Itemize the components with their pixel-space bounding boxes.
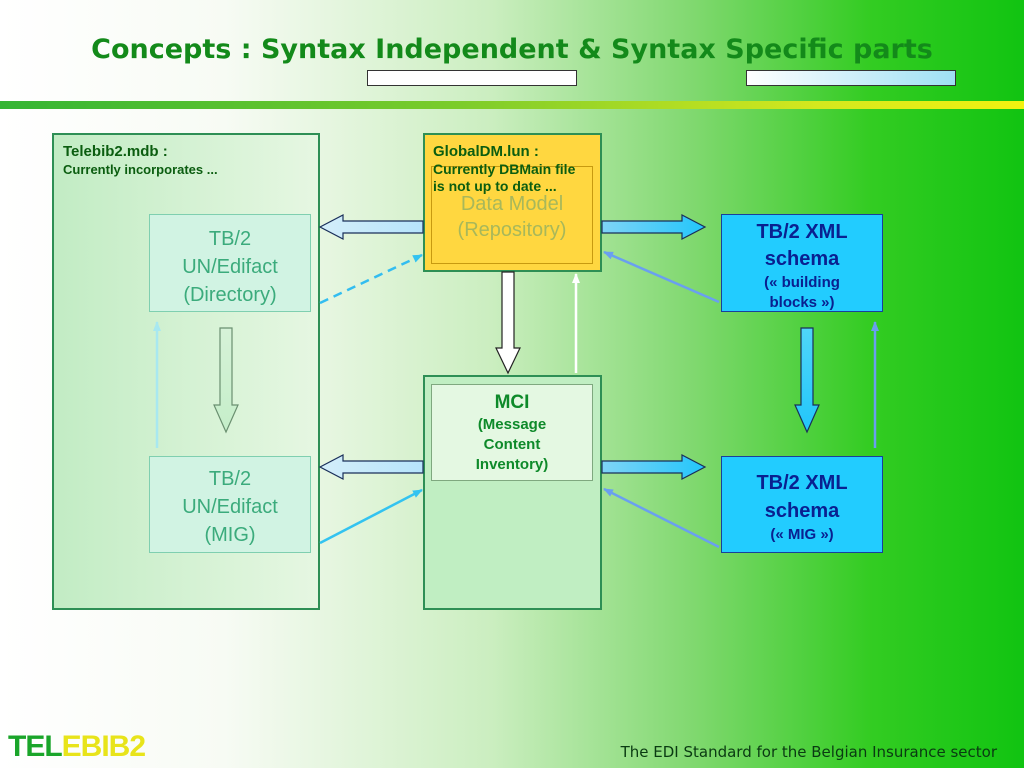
block-arrow-dm-to-directory	[318, 214, 424, 240]
block-arrow-dm-to-mci	[495, 271, 521, 375]
global-dm-subtitle: Currently DBMain file is not up to date …	[433, 161, 576, 194]
telebib2-mdb-subtitle: Currently incorporates ...	[63, 162, 218, 177]
mig-line3: (MIG)	[204, 524, 256, 546]
directory-line2: UN/Edifact	[182, 256, 278, 278]
global-dm-box	[423, 133, 602, 272]
block-arrow-directory-to-mig	[213, 327, 239, 434]
global-dm-caption: GlobalDM.lun : Currently DBMain file is …	[433, 143, 583, 195]
data-model-inner-box: Data Model (Repository)	[431, 166, 593, 264]
xml-bb-line4: blocks »)	[769, 294, 835, 311]
global-dm-title: GlobalDM.lun :	[433, 143, 539, 160]
xml-mig-line2: schema	[764, 500, 840, 522]
telebib2-mdb-caption: Telebib2.mdb : Currently incorporates ..…	[63, 143, 218, 179]
logo-part-ebib2: EBIB2	[61, 730, 146, 763]
xml-schema-building-blocks-box: TB/2 XML schema (« building blocks »)	[721, 214, 883, 312]
arrow-mig-to-mci	[319, 488, 423, 545]
block-arrow-mci-to-mig	[318, 454, 424, 480]
xml-bb-line3: (« building	[764, 274, 840, 291]
data-model-line2: (Repository)	[457, 219, 567, 241]
block-arrow-dm-to-xml	[601, 214, 707, 240]
block-arrow-mci-to-xml-mig	[601, 454, 707, 480]
logo-part-tel: TEL	[8, 730, 63, 763]
arrow-xml-mig-to-mci	[603, 487, 720, 549]
mig-line2: UN/Edifact	[182, 496, 278, 518]
mci-line4: Inventory)	[475, 456, 549, 473]
data-model-line1: Data Model	[460, 193, 564, 215]
xml-schema-mig-box: TB/2 XML schema (« MIG »)	[721, 456, 883, 553]
header-rule	[0, 101, 1024, 109]
un-edifact-directory-box: TB/2 UN/Edifact (Directory)	[149, 214, 311, 312]
directory-line1: TB/2	[208, 228, 252, 250]
mci-line3: Content	[483, 436, 541, 453]
mci-line2: (Message	[477, 416, 547, 433]
title-highlight-specific	[746, 70, 956, 86]
telebib2-mdb-title: Telebib2.mdb :	[63, 143, 168, 160]
slide-title: Concepts : Syntax Independent & Syntax S…	[91, 34, 933, 65]
footer-tagline: The EDI Standard for the Belgian Insuran…	[620, 743, 997, 761]
title-highlight-independent	[367, 70, 577, 86]
telebib2-logo: TELEBIB2	[8, 730, 146, 764]
xml-bb-line1: TB/2 XML	[756, 221, 848, 243]
xml-mig-line3: (« MIG »)	[770, 526, 834, 543]
block-arrow-xml-to-xml-mig	[794, 327, 820, 434]
mci-inner-box: MCI (Message Content Inventory)	[431, 384, 593, 481]
arrow-xml-to-dm	[603, 250, 720, 304]
un-edifact-mig-box: TB/2 UN/Edifact (MIG)	[149, 456, 311, 553]
dashed-arrow-directory-to-dm	[319, 253, 423, 305]
directory-line3: (Directory)	[183, 284, 277, 306]
xml-mig-line1: TB/2 XML	[756, 472, 848, 494]
mci-line1: MCI	[494, 392, 530, 413]
xml-bb-line2: schema	[764, 248, 840, 270]
mig-line1: TB/2	[208, 468, 252, 490]
